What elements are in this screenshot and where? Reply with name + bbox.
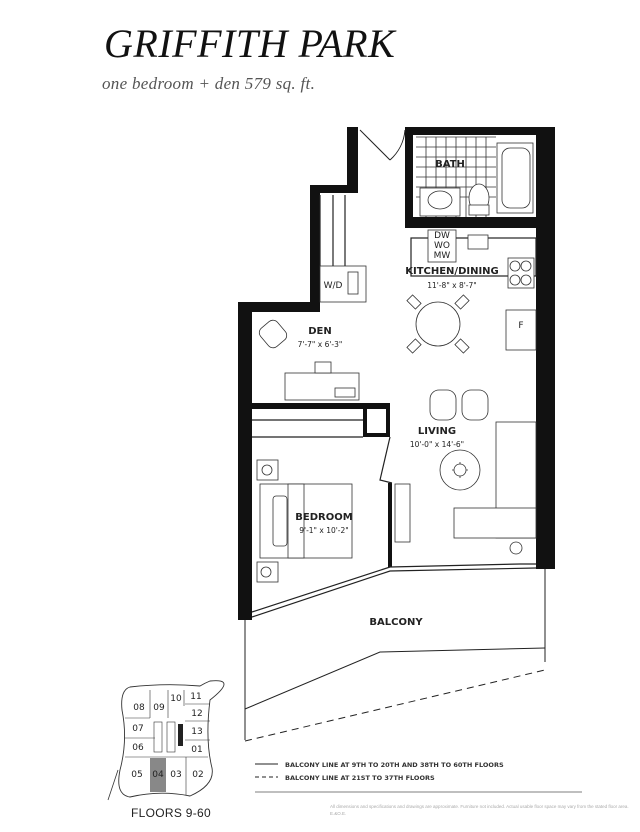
living-dims: 10'-0" x 14'-6"	[410, 440, 464, 449]
wo-label: WO	[434, 241, 450, 251]
unit-05: 05	[131, 770, 142, 780]
unit-13: 13	[191, 727, 202, 737]
bedroom-dims: 9'-1" x 10'-2"	[299, 526, 349, 535]
unit-08: 08	[133, 703, 145, 713]
legend-dashed-label: BALCONY LINE AT 21ST TO 37TH FLOORS	[285, 774, 435, 782]
glazing	[251, 195, 537, 618]
bath-label: BATH	[435, 159, 465, 170]
unit-11: 11	[190, 692, 201, 702]
balcony-label: BALCONY	[369, 617, 423, 628]
entry-door	[359, 129, 406, 161]
plan-title: GRIFFITH PARK	[104, 21, 396, 66]
disclaimer: All dimensions and specifications and dr…	[330, 804, 629, 816]
dw-label: DW	[434, 231, 450, 241]
north-arrow-icon	[107, 769, 119, 801]
key-plan-unit-labels: 08 09 10 11 12 07 13 06 01 05 04 03 02	[131, 692, 203, 780]
legend-solid-label: BALCONY LINE AT 9TH TO 20TH AND 38TH TO …	[285, 761, 504, 769]
plan-subtitle: one bedroom + den 579 sq. ft.	[102, 74, 316, 93]
balcony-outline	[244, 569, 546, 742]
den-furniture	[258, 319, 360, 401]
den-label: DEN	[308, 326, 332, 337]
washer-dryer	[319, 265, 367, 303]
walls	[238, 127, 555, 620]
unit-06: 06	[132, 743, 144, 753]
washer-dryer-label: W/D	[324, 281, 343, 291]
living-label: LIVING	[418, 426, 456, 437]
fridge-label: F	[518, 321, 523, 331]
key-plan-caption: FLOORS 9-60	[131, 806, 211, 820]
unit-10: 10	[170, 694, 182, 704]
kitchen-fixtures	[406, 229, 537, 354]
living-furniture	[394, 389, 537, 555]
bath-fixtures	[416, 136, 534, 217]
unit-04: 04	[152, 770, 164, 780]
unit-09: 09	[153, 703, 165, 713]
mw-label: MW	[434, 251, 451, 261]
unit-01: 01	[191, 745, 202, 755]
highlighted-unit	[150, 758, 166, 792]
den-dims: 7'-7" x 6'-3"	[298, 340, 343, 349]
kitchen-dims: 11'-8" x 8'-7"	[427, 281, 477, 290]
unit-03: 03	[170, 770, 181, 780]
unit-02: 02	[192, 770, 203, 780]
kitchen-label: KITCHEN/DINING	[405, 266, 499, 277]
unit-07: 07	[132, 724, 143, 734]
unit-12: 12	[191, 709, 202, 719]
bedroom-label: BEDROOM	[295, 512, 352, 523]
key-plan	[118, 680, 225, 798]
bedroom-furniture	[256, 459, 353, 583]
